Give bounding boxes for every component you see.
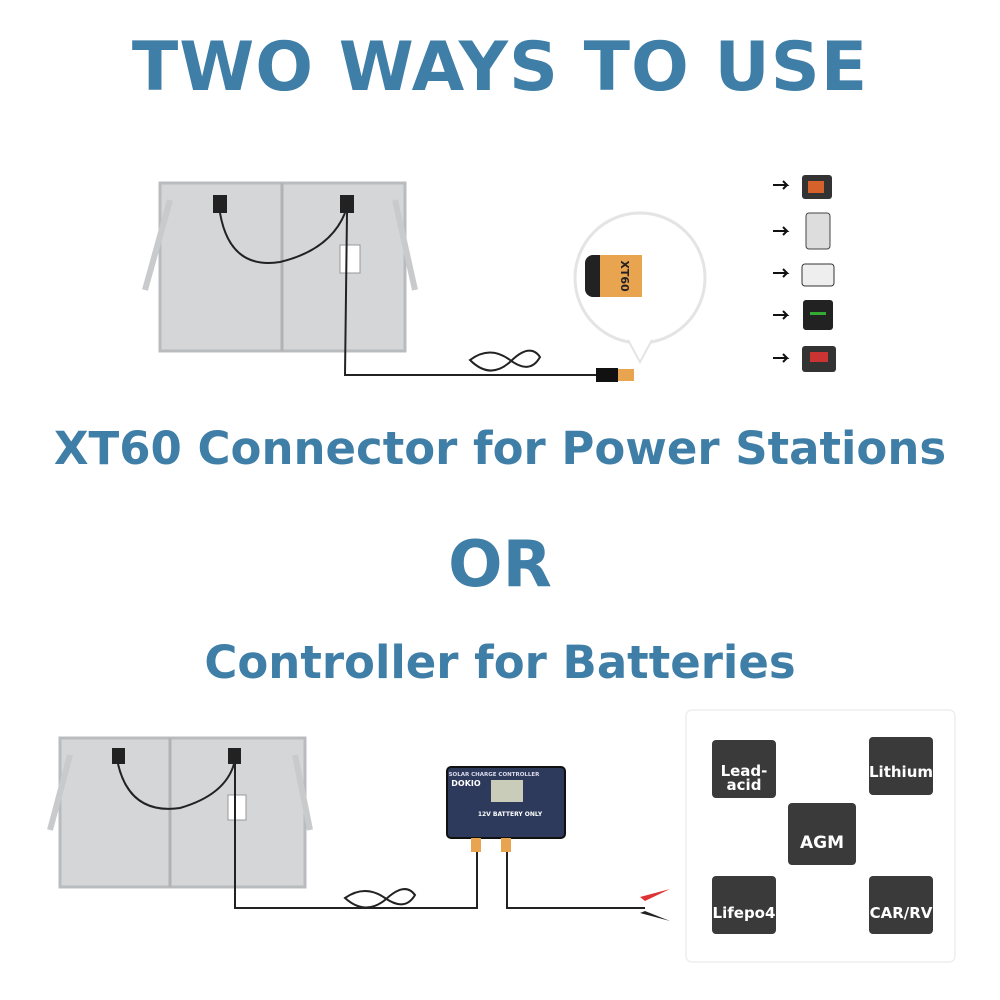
page-title: TWO WAYS TO USE bbox=[131, 28, 869, 107]
svg-text:acid: acid bbox=[727, 776, 762, 794]
svg-text:Lead-: Lead- bbox=[721, 762, 768, 780]
solar-panel-top bbox=[142, 181, 634, 382]
battery-car-rv: CAR/RV bbox=[869, 876, 933, 934]
svg-text:Lifepo4: Lifepo4 bbox=[713, 904, 776, 922]
option2-heading: Controller for Batteries bbox=[204, 636, 796, 689]
svg-text:AGM: AGM bbox=[800, 833, 844, 853]
svg-text:Lithium: Lithium bbox=[869, 763, 933, 781]
battery-lithium: Lithium bbox=[869, 737, 933, 795]
svg-text:CAR/RV: CAR/RV bbox=[870, 904, 933, 922]
battery-lead-acid: Lead- acid bbox=[712, 740, 776, 798]
option1-heading: XT60 Connector for Power Stations bbox=[53, 422, 947, 475]
svg-text:DOKIO: DOKIO bbox=[451, 779, 481, 788]
solar-panel-bottom bbox=[47, 736, 670, 921]
xt60-connector-zoom: XT60 bbox=[573, 211, 707, 365]
battery-agm: AGM bbox=[788, 803, 856, 865]
xt60-label: XT60 bbox=[618, 260, 631, 292]
separator-heading: OR bbox=[448, 528, 552, 602]
charge-controller: SOLAR CHARGE CONTROLLER DOKIO 12V BATTER… bbox=[446, 766, 566, 852]
svg-text:SOLAR CHARGE CONTROLLER: SOLAR CHARGE CONTROLLER bbox=[449, 772, 541, 778]
power-station-list bbox=[773, 175, 836, 372]
svg-text:12V BATTERY ONLY: 12V BATTERY ONLY bbox=[478, 811, 543, 818]
battery-lifepo4: Lifepo4 bbox=[712, 876, 776, 934]
